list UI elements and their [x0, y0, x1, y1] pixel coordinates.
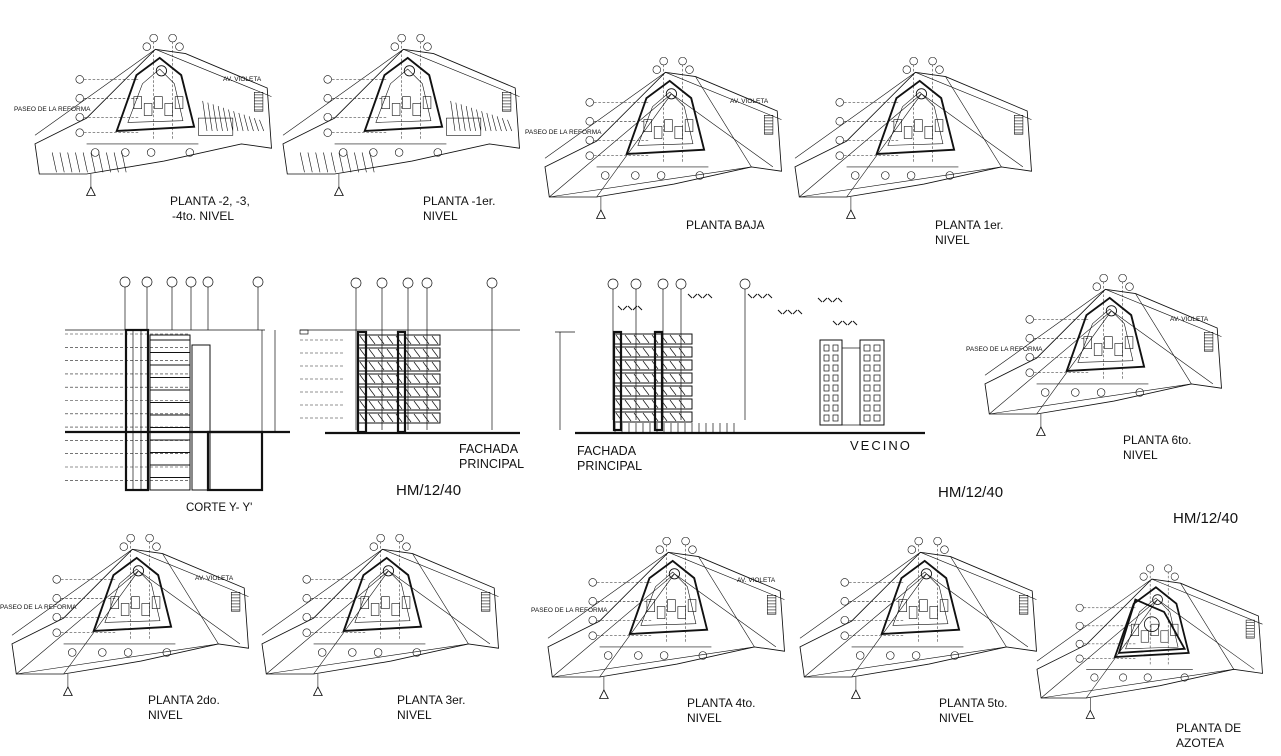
- street-label: AV. VIOLETA: [1170, 316, 1209, 323]
- neighbor-label: VECINO: [850, 438, 912, 453]
- plan-level-6-label: PLANTA 6to.NIVEL: [1123, 433, 1192, 462]
- drawing-reference: HM/12/40: [938, 484, 1004, 501]
- street-label: AV. VIOLETA: [737, 577, 776, 584]
- drawing-reference: HM/12/40: [1173, 510, 1239, 527]
- street-label: AV. VIOLETA: [223, 76, 262, 83]
- street-label: PASEO DE LA REFORMA: [525, 129, 602, 136]
- floor-plan: [34, 33, 272, 196]
- facade-elevation: [555, 278, 925, 435]
- floor-plan: [794, 56, 1032, 219]
- floor-plan: [799, 536, 1037, 699]
- floor-plan: [282, 33, 520, 196]
- floor-plan: [1036, 564, 1263, 719]
- plan-level-4-label: PLANTA 4to.NIVEL: [687, 696, 756, 725]
- street-label: PASEO DE LA REFORMA: [0, 604, 77, 611]
- plan-level-2-label: PLANTA 2do.NIVEL: [148, 693, 220, 722]
- street-label: PASEO DE LA REFORMA: [14, 106, 91, 113]
- floor-plan: [984, 273, 1222, 436]
- floor-plan: [11, 533, 249, 696]
- plan-basement-2-4-label: PLANTA -2, -3,-4to. NIVEL: [170, 194, 250, 223]
- street-label: PASEO DE LA REFORMA: [966, 346, 1043, 353]
- plan-basement-1-label: PLANTA -1er.NIVEL: [423, 194, 496, 223]
- street-label: PASEO DE LA REFORMA: [531, 607, 608, 614]
- building-section: [65, 276, 290, 492]
- floor-plan: [261, 533, 499, 696]
- floor-plan: [544, 56, 782, 219]
- facade-elevation: [299, 277, 520, 435]
- street-label: AV. VIOLETA: [730, 98, 769, 105]
- plan-ground-floor-label: PLANTA BAJA: [686, 218, 765, 232]
- plan-level-1-label: PLANTA 1er.NIVEL: [935, 218, 1004, 247]
- street-label: AV. VIOLETA: [195, 575, 234, 582]
- plan-level-3-label: PLANTA 3er.NIVEL: [397, 693, 466, 722]
- plan-level-5-label: PLANTA 5to.NIVEL: [939, 696, 1008, 725]
- drawing-reference: HM/12/40: [396, 482, 462, 499]
- floor-plan: [547, 536, 785, 699]
- section-label: CORTE Y- Y': [186, 502, 253, 514]
